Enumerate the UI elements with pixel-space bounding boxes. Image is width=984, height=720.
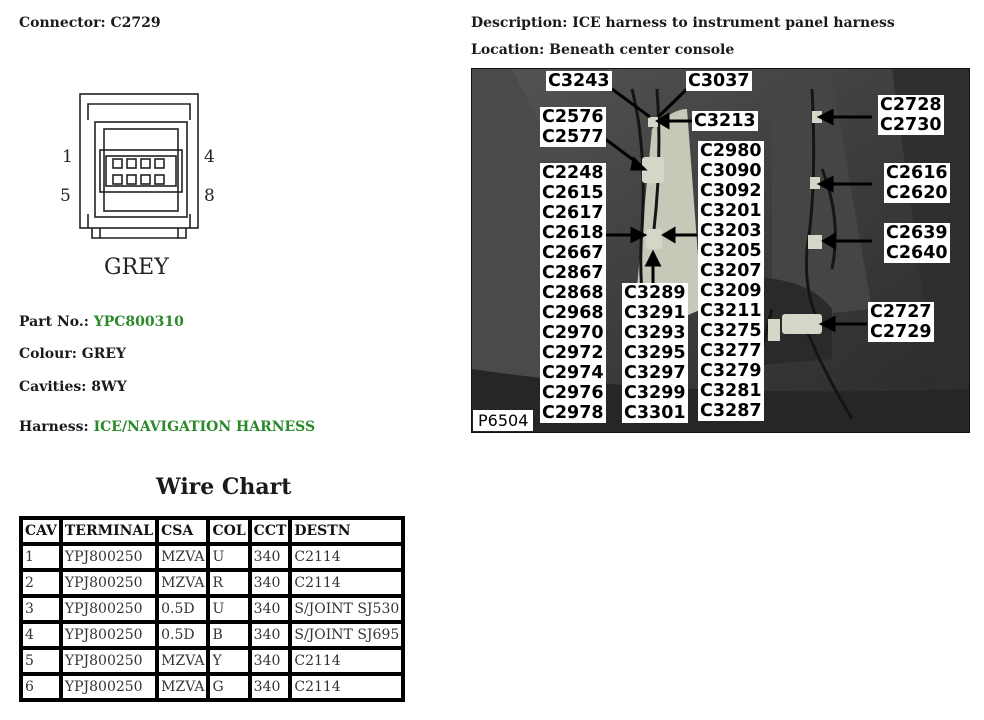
cell-destn: S/JOINT SJ530 xyxy=(290,596,404,622)
cell-terminal: YPJ800250 xyxy=(60,674,158,700)
pin-4-label: 4 xyxy=(204,147,215,167)
table-row: 1 YPJ800250 MZVA U 340 C2114 xyxy=(21,544,404,570)
cell-csa: 0.5D xyxy=(157,622,209,648)
pin-1-label: 1 xyxy=(62,147,73,167)
colour-row: Colour: GREY xyxy=(19,346,126,362)
cell-terminal: YPJ800250 xyxy=(60,544,158,570)
cell-destn: C2114 xyxy=(290,570,404,596)
cell-cct: 340 xyxy=(249,544,291,570)
table-row: 2 YPJ800250 MZVA R 340 C2114 xyxy=(21,570,404,596)
connector-value: C2729 xyxy=(110,15,161,31)
colour-value: GREY xyxy=(81,346,126,362)
cell-csa: MZVA xyxy=(157,544,209,570)
pin-8-label: 8 xyxy=(204,186,215,206)
cell-col: B xyxy=(208,622,250,648)
harness-row: Harness: ICE/NAVIGATION HARNESS xyxy=(19,419,315,435)
label-mid-bottom: C3289 C3291 C3293 C3295 C3297 C3299 C330… xyxy=(622,283,688,423)
location-value: Beneath center console xyxy=(549,42,735,58)
description-heading: Description: ICE harness to instrument p… xyxy=(471,15,895,31)
header-cct: CCT xyxy=(249,518,291,544)
cell-csa: 0.5D xyxy=(157,596,209,622)
cell-csa: MZVA xyxy=(157,648,209,674)
table-row: 3 YPJ800250 0.5D U 340 S/JOINT SJ530 xyxy=(21,596,404,622)
label-c2639-c2640: C2639 C2640 xyxy=(884,223,950,263)
harness-label: Harness: xyxy=(19,419,89,435)
header-terminal: TERMINAL xyxy=(60,518,158,544)
cell-terminal: YPJ800250 xyxy=(60,596,158,622)
cell-destn: C2114 xyxy=(290,674,404,700)
description-label: Description: xyxy=(471,15,568,31)
part-number-label: Part No.: xyxy=(19,314,89,330)
cavities-value: 8WY xyxy=(91,379,127,395)
header-col: COL xyxy=(208,518,250,544)
cell-cav: 4 xyxy=(21,622,61,648)
cell-destn: C2114 xyxy=(290,544,404,570)
cell-cav: 3 xyxy=(21,596,61,622)
cell-col: Y xyxy=(208,648,250,674)
pin-5-label: 5 xyxy=(60,186,71,206)
cell-col: R xyxy=(208,570,250,596)
table-row: 6 YPJ800250 MZVA G 340 C2114 xyxy=(21,674,404,700)
header-destn: DESTN xyxy=(290,518,404,544)
label-c3243: C3243 xyxy=(546,71,612,91)
label-left-column: C2248 C2615 C2617 C2618 C2667 C2867 C286… xyxy=(540,163,606,423)
table-row: 5 YPJ800250 MZVA Y 340 C2114 xyxy=(21,648,404,674)
cell-cav: 5 xyxy=(21,648,61,674)
cell-destn: C2114 xyxy=(290,648,404,674)
label-c2616-c2620: C2616 C2620 xyxy=(884,163,950,203)
cell-cav: 1 xyxy=(21,544,61,570)
cell-cct: 340 xyxy=(249,570,291,596)
label-c3213: C3213 xyxy=(692,111,758,131)
cell-terminal: YPJ800250 xyxy=(60,648,158,674)
cell-col: U xyxy=(208,596,250,622)
cell-col: G xyxy=(208,674,250,700)
colour-label: Colour: xyxy=(19,346,77,362)
part-number-link[interactable]: YPC800310 xyxy=(93,314,184,330)
cavities-label: Cavities: xyxy=(19,379,87,395)
cell-csa: MZVA xyxy=(157,674,209,700)
cell-cav: 2 xyxy=(21,570,61,596)
location-photo: C3243 C3037 C2576 C2577 C3213 C2728 C273… xyxy=(471,68,970,433)
cell-terminal: YPJ800250 xyxy=(60,570,158,596)
wire-chart-table: CAV TERMINAL CSA COL CCT DESTN 1 YPJ8002… xyxy=(19,516,406,702)
cell-cct: 340 xyxy=(249,674,291,700)
photo-id-label: P6504 xyxy=(473,410,534,431)
header-csa: CSA xyxy=(157,518,209,544)
label-c2728-c2730: C2728 C2730 xyxy=(878,95,944,135)
cell-csa: MZVA xyxy=(157,570,209,596)
header-cav: CAV xyxy=(21,518,61,544)
cell-destn: S/JOINT SJ695 xyxy=(290,622,404,648)
connector-face-diagram: 1 4 5 8 GREY xyxy=(60,93,215,280)
cell-col: U xyxy=(208,544,250,570)
location-label: Location: xyxy=(471,42,545,58)
connector-label: Connector: xyxy=(19,15,106,31)
label-mid-column: C2980 C3090 C3092 C3201 C3203 C3205 C320… xyxy=(698,141,764,421)
cell-cct: 340 xyxy=(249,596,291,622)
description-value: ICE harness to instrument panel harness xyxy=(572,15,895,31)
table-row: 4 YPJ800250 0.5D B 340 S/JOINT SJ695 xyxy=(21,622,404,648)
wire-chart-title: Wire Chart xyxy=(156,474,292,500)
harness-link[interactable]: ICE/NAVIGATION HARNESS xyxy=(93,419,316,435)
location-heading: Location: Beneath center console xyxy=(471,42,734,58)
cell-cct: 340 xyxy=(249,622,291,648)
connector-colour-text: GREY xyxy=(104,255,169,280)
label-c2576-c2577: C2576 C2577 xyxy=(540,107,606,147)
part-number-row: Part No.: YPC800310 xyxy=(19,314,184,330)
cell-cct: 340 xyxy=(249,648,291,674)
table-header-row: CAV TERMINAL CSA COL CCT DESTN xyxy=(21,518,404,544)
label-c2727-c2729: C2727 C2729 xyxy=(868,302,934,342)
label-c3037: C3037 xyxy=(686,71,752,91)
cell-terminal: YPJ800250 xyxy=(60,622,158,648)
connector-heading: Connector: C2729 xyxy=(19,15,161,31)
cell-cav: 6 xyxy=(21,674,61,700)
cavities-row: Cavities: 8WY xyxy=(19,379,127,395)
